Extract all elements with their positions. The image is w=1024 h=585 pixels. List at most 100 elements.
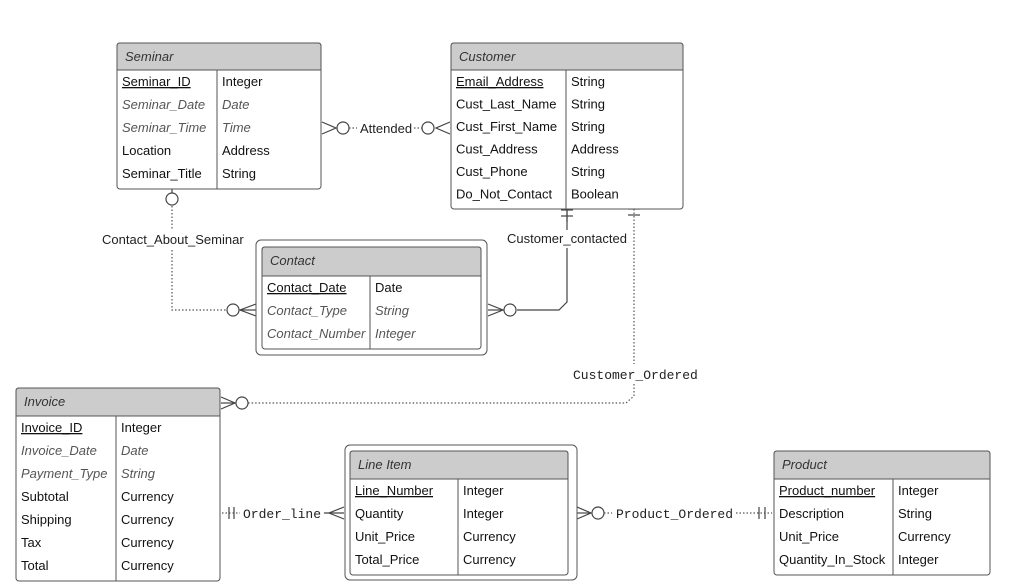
attribute-type: String xyxy=(571,119,605,134)
relationship-attended: Attended xyxy=(360,121,412,136)
attribute-name: Email_Address xyxy=(456,74,544,89)
entity-header xyxy=(15,387,221,417)
entity-title: Line Item xyxy=(358,457,412,472)
attribute-type: Integer xyxy=(375,326,416,341)
attribute-type: String xyxy=(375,303,410,318)
entity-header xyxy=(261,246,482,277)
attribute-type: String xyxy=(121,466,156,481)
one-mandatory-icon xyxy=(758,507,766,519)
attribute-type: Integer xyxy=(898,552,939,567)
attribute-type: Currency xyxy=(121,535,174,550)
attribute-type: Date xyxy=(121,443,148,458)
relationship-product-ordered: Product_Ordered xyxy=(616,507,733,522)
attribute-type: Boolean xyxy=(571,187,619,202)
attribute-name: Contact_Number xyxy=(267,326,366,341)
attribute-type: Currency xyxy=(463,529,516,544)
crow-foot-many-icon xyxy=(321,121,350,135)
entity-title: Product xyxy=(782,457,828,472)
entity-header xyxy=(773,450,991,480)
crow-foot-many-icon xyxy=(576,506,605,520)
entity-body xyxy=(15,387,221,582)
attribute-name: Shipping xyxy=(21,512,72,527)
entity-title: Customer xyxy=(459,49,516,64)
relationship-order-line: Order_line xyxy=(243,507,321,522)
attribute-name: Line_Number xyxy=(355,483,434,498)
entity-header xyxy=(349,450,569,480)
attribute-type: Currency xyxy=(121,512,174,527)
attribute-name: Subtotal xyxy=(21,489,69,504)
attribute-name: Seminar_Time xyxy=(122,120,206,135)
attribute-type: Date xyxy=(222,97,249,112)
attribute-name: Invoice_ID xyxy=(21,420,82,435)
connectors xyxy=(171,127,772,514)
relationship-labels: Attended Contact_About_Seminar Customer_… xyxy=(100,119,736,522)
attribute-name: Cust_First_Name xyxy=(456,119,557,134)
attribute-type: Address xyxy=(222,143,270,158)
crow-foot-many-icon xyxy=(226,303,257,317)
attribute-name: Quantity_In_Stock xyxy=(779,552,886,567)
attribute-name: Contact_Date xyxy=(267,280,347,295)
one-mandatory-icon xyxy=(228,507,235,519)
attribute-type: String xyxy=(222,166,256,181)
attribute-name: Seminar_ID xyxy=(122,74,191,89)
attribute-type: Time xyxy=(222,120,251,135)
attribute-name: Seminar_Date xyxy=(122,97,205,112)
attribute-type: Integer xyxy=(898,483,939,498)
attribute-type: Currency xyxy=(463,552,516,567)
attribute-name: Contact_Type xyxy=(267,303,347,318)
attribute-type: Currency xyxy=(898,529,951,544)
attribute-type: Address xyxy=(571,142,619,157)
entity-header xyxy=(116,42,322,71)
customer-contacted-line-lower xyxy=(517,248,568,311)
attribute-type: Date xyxy=(375,280,402,295)
attribute-type: Integer xyxy=(463,506,504,521)
attribute-name: Cust_Last_Name xyxy=(456,97,556,112)
attribute-type: Integer xyxy=(121,420,162,435)
crow-foot-many-icon xyxy=(421,121,451,135)
attribute-name: Cust_Address xyxy=(456,142,538,157)
attribute-type: Integer xyxy=(222,74,263,89)
attribute-name: Description xyxy=(779,506,844,521)
attribute-name: Tax xyxy=(21,535,42,550)
attribute-name: Product_number xyxy=(779,483,876,498)
relationship-customer-contacted: Customer_contacted xyxy=(507,231,627,246)
attribute-name: Unit_Price xyxy=(779,529,839,544)
customer-ordered-line-lower xyxy=(248,384,635,404)
attribute-type: Currency xyxy=(121,558,174,573)
crow-foot-many-icon xyxy=(322,506,345,520)
entity-title: Seminar xyxy=(125,49,174,64)
attribute-name: Do_Not_Contact xyxy=(456,187,552,202)
attribute-type: Currency xyxy=(121,489,174,504)
attribute-name: Seminar_Title xyxy=(122,166,202,181)
attribute-name: Payment_Type xyxy=(21,466,107,481)
attribute-name: Unit_Price xyxy=(355,529,415,544)
attribute-type: String xyxy=(571,164,605,179)
attribute-type: Integer xyxy=(463,483,504,498)
relationship-contact-about-seminar: Contact_About_Seminar xyxy=(102,232,244,247)
attribute-name: Invoice_Date xyxy=(21,443,97,458)
contact-about-seminar-line-lower xyxy=(171,250,226,311)
attribute-name: Total xyxy=(21,558,49,573)
attribute-type: String xyxy=(898,506,932,521)
attribute-name: Quantity xyxy=(355,506,404,521)
relationship-customer-ordered: Customer_Ordered xyxy=(573,368,698,383)
entity-title: Contact xyxy=(270,253,316,268)
crow-foot-many-icon xyxy=(487,303,517,317)
notations xyxy=(165,121,766,520)
attribute-type: String xyxy=(571,74,605,89)
attribute-type: String xyxy=(571,97,605,112)
attribute-name: Total_Price xyxy=(355,552,419,567)
attribute-name: Cust_Phone xyxy=(456,164,528,179)
entity-header xyxy=(450,42,684,71)
entity-title: Invoice xyxy=(24,394,65,409)
attribute-name: Location xyxy=(122,143,171,158)
crow-foot-many-icon xyxy=(220,396,249,410)
